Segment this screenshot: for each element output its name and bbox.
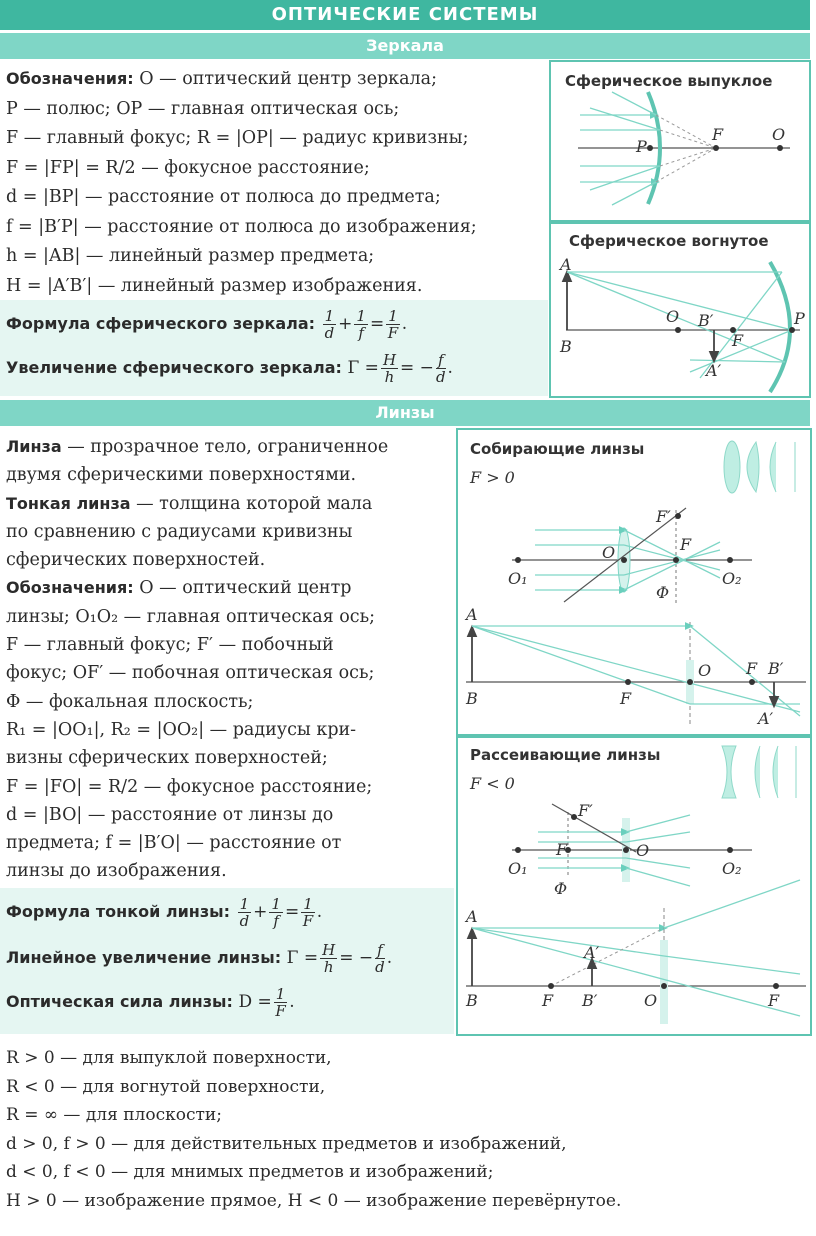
svg-text:B′: B′: [581, 991, 598, 1010]
mirror-def-line: P — полюс; OP — главная оптическая ось;: [6, 98, 400, 119]
lens-def-line: линзы до изображения.: [6, 861, 227, 882]
diverging-lens-title: Рассеивающие линзы: [470, 746, 661, 764]
lens-def-line: R₁ = |OO₁|, R₂ = |OO₂| — радиусы кри-: [6, 719, 357, 740]
svg-text:B′: B′: [697, 311, 714, 330]
lens-def-line: Линза — прозрачное тело, ограниченное: [6, 437, 389, 457]
note-line: d < 0, f < 0 — для мнимых предметов и из…: [6, 1162, 494, 1182]
svg-text:O₁: O₁: [508, 569, 528, 588]
mirror-formula-box: [0, 300, 548, 396]
svg-text:O₂: O₂: [722, 569, 742, 588]
label-O: O: [772, 125, 785, 144]
converging-lens-condition: F > 0: [470, 468, 515, 487]
note-line: H > 0 — изображение прямое, H < 0 — изоб…: [6, 1190, 622, 1211]
lens-def-line: линзы; O₁O₂ — главная оптическая ось;: [6, 606, 376, 627]
note-line: R < 0 — для вогнутой поверхности,: [6, 1076, 326, 1097]
lens-def-line: визны сферических поверхностей;: [6, 748, 328, 769]
mirror-def-line: f = |B′P| — расстояние от полюса до изоб…: [6, 216, 477, 237]
convex-mirror-title: Сферическое выпуклое: [565, 72, 773, 90]
svg-text:B: B: [465, 991, 478, 1010]
svg-text:O₂: O₂: [722, 859, 742, 878]
svg-text:F: F: [541, 991, 554, 1010]
svg-text:B′: B′: [767, 659, 784, 678]
note-line: R = ∞ — для плоскости;: [6, 1105, 222, 1125]
svg-text:F: F: [619, 689, 632, 708]
lens-def-line: Обозначения: O — оптический центр: [6, 578, 352, 599]
converging-lens-title: Собирающие линзы: [470, 440, 645, 458]
diverging-lens-condition: F < 0: [470, 774, 515, 793]
concave-mirror-title: Сферическое вогнутое: [569, 232, 769, 250]
section-header-lenses: Линзы: [0, 400, 810, 426]
svg-text:Φ: Φ: [656, 583, 669, 602]
mirror-def-line: H = |A′B′| — линейный размер изображения…: [6, 275, 423, 296]
page-title: ОПТИЧЕСКИЕ СИСТЕМЫ: [0, 0, 810, 30]
concave-mirror-diagram: A B O B′ F A′ P: [558, 255, 805, 394]
svg-text:O₁: O₁: [508, 859, 528, 878]
svg-text:O: O: [644, 991, 657, 1010]
svg-text:O: O: [636, 841, 649, 860]
svg-text:F: F: [767, 991, 780, 1010]
lens-def-line: F = |FO| = R/2 — фокусное расстояние;: [6, 776, 373, 797]
label-A: A: [558, 255, 572, 274]
svg-text:F′: F′: [655, 507, 671, 526]
lens-def-line: фокус; OF′ — побочная оптическая ось;: [6, 663, 375, 684]
svg-text:B: B: [559, 337, 572, 356]
svg-text:A′: A′: [756, 709, 774, 728]
svg-text:O: O: [602, 543, 615, 562]
svg-text:A′: A′: [704, 361, 722, 380]
mirror-def-line: F = |FP| = R/2 — фокусное расстояние;: [6, 157, 370, 178]
svg-text:A′: A′: [582, 943, 600, 962]
section-header-mirrors: Зеркала: [0, 33, 810, 59]
svg-text:A: A: [464, 605, 478, 624]
mirror-def-line: Обозначения: O — оптический центр зеркал…: [6, 69, 437, 89]
concave-mirror-panel: Сферическое вогнутое: [549, 222, 811, 398]
mirror-def-line: h = |AB| — линейный размер предмета;: [6, 246, 375, 266]
lens-shapes-icons: [721, 440, 797, 799]
sign-conventions: R > 0 — для выпуклой поверхности, R < 0 …: [6, 1044, 621, 1215]
lens-def-line: Φ — фокальная плоскость;: [6, 691, 254, 712]
label-F: F: [711, 125, 724, 144]
lens-definitions: Линза — прозрачное тело, ограниченное дв…: [6, 433, 388, 886]
svg-text:F: F: [555, 840, 568, 859]
mirror-def-line: F — главный фокус; R = |OP| — радиус кри…: [6, 128, 469, 148]
lens-def-line: двумя сферическими поверхностями.: [6, 465, 357, 486]
svg-text:F′: F′: [577, 801, 593, 820]
note-line: R > 0 — для выпуклой поверхности,: [6, 1048, 332, 1068]
diverging-lens-diagram: O₁ F O O₂ F′ Φ A B F B′ O F A′: [464, 801, 806, 1024]
mirror-def-line: d = |BP| — расстояние от полюса до предм…: [6, 187, 441, 207]
converging-lens-diagram: O₁ O F O₂ F′ Φ A B F O F B′ A′: [464, 507, 806, 728]
svg-text:A: A: [464, 907, 478, 926]
svg-text:F: F: [745, 659, 758, 678]
svg-text:Φ: Φ: [554, 879, 567, 898]
svg-text:B: B: [465, 689, 478, 708]
lens-def-line: Тонкая линза — толщина которой мала: [6, 493, 373, 514]
note-line: d > 0, f > 0 — для действительных предме…: [6, 1133, 567, 1154]
label-P: P: [635, 137, 647, 156]
convex-mirror-panel: Сферическое выпуклое: [549, 60, 811, 222]
svg-text:O: O: [698, 661, 711, 680]
svg-text:F: F: [731, 331, 744, 350]
svg-text:P: P: [793, 309, 805, 328]
lens-formula-box: [0, 888, 454, 1034]
mirrors-definitions: Обозначения: O — оптический центр зеркал…: [6, 64, 477, 301]
svg-text:F: F: [679, 535, 692, 554]
lens-def-line: сферических поверхностей.: [6, 550, 266, 571]
svg-text:O: O: [666, 307, 679, 326]
lens-def-line: F — главный фокус; F′ — побочный: [6, 635, 334, 656]
lens-def-line: предмета; f = |B′O| — расстояние от: [6, 833, 342, 854]
lens-def-line: d = |BO| — расстояние от линзы до: [6, 804, 334, 825]
lens-def-line: по сравнению с радиусами кривизны: [6, 521, 353, 542]
